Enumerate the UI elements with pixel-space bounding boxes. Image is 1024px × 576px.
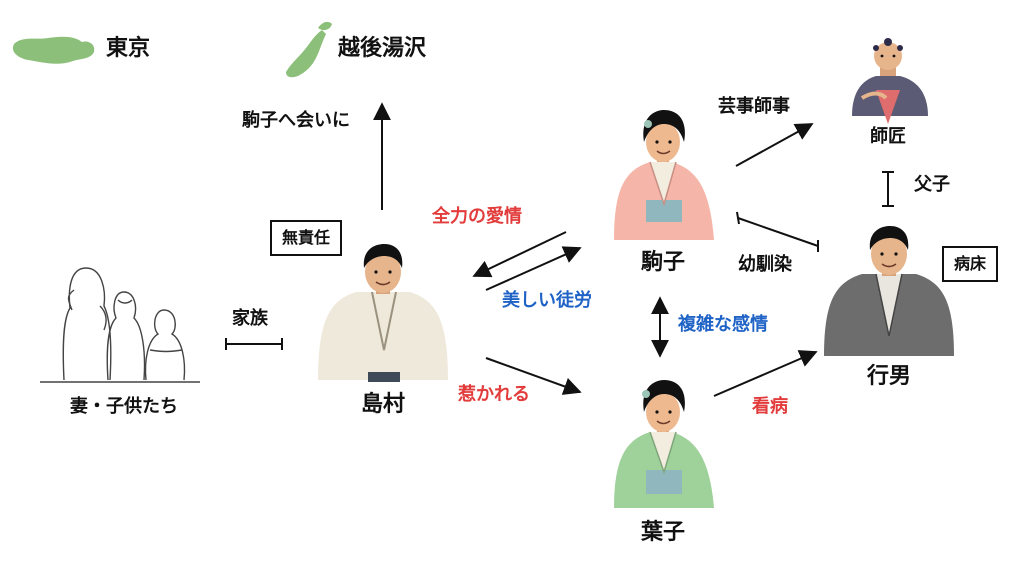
tokyo-map-icon: [12, 36, 95, 64]
edge-label-childhood-friends: 幼馴染: [738, 254, 792, 275]
edge-label-nursing: 看病: [752, 396, 788, 417]
edge-label-apprenticeship: 芸事師事: [718, 96, 790, 117]
edge-label-complex-feelings: 複雑な感情: [678, 314, 768, 335]
edge-label-father-son: 父子: [914, 174, 950, 195]
node-yukio-label: 行男: [866, 364, 912, 389]
edge-label-family: 家族: [232, 308, 268, 329]
edge-label-attracted: 惹かれる: [458, 384, 530, 405]
node-komako-label: 駒子: [640, 250, 686, 275]
legend-tokyo-label: 東京: [106, 36, 151, 61]
node-shimamura-label: 島村: [360, 392, 406, 417]
niigata-map-icon: [286, 21, 332, 78]
shimamura-illustration: [318, 244, 448, 382]
sickbed-box: 病床: [942, 246, 999, 282]
node-master-label: 師匠: [870, 126, 906, 147]
master-illustration: [852, 38, 928, 124]
edge-komako-to-master: [735, 123, 814, 167]
edge-label-to-komako: 駒子へ会いに: [242, 110, 350, 131]
edge-komako-to-shimamura: [472, 231, 567, 278]
node-family-label: 妻・子供たち: [70, 396, 178, 417]
edge-shimamura-to-komako: [485, 246, 582, 291]
edge-yukio-komako: [737, 217, 819, 247]
edge-label-full-love: 全力の愛情: [432, 206, 522, 227]
legend-yuzawa-label: 越後湯沢: [338, 36, 427, 61]
komako-illustration: [614, 110, 714, 240]
yoko-illustration: [614, 380, 714, 508]
family-illustration: [40, 267, 200, 383]
edge-yoko-to-yukio: [713, 350, 818, 397]
node-yoko-label: 葉子: [640, 520, 686, 545]
yukio-illustration: [824, 226, 954, 356]
irresponsible-box: 無責任: [270, 220, 343, 256]
edge-shimamura-to-yoko: [485, 357, 582, 395]
edge-label-beautiful-futility: 美しい徒労: [502, 290, 592, 311]
